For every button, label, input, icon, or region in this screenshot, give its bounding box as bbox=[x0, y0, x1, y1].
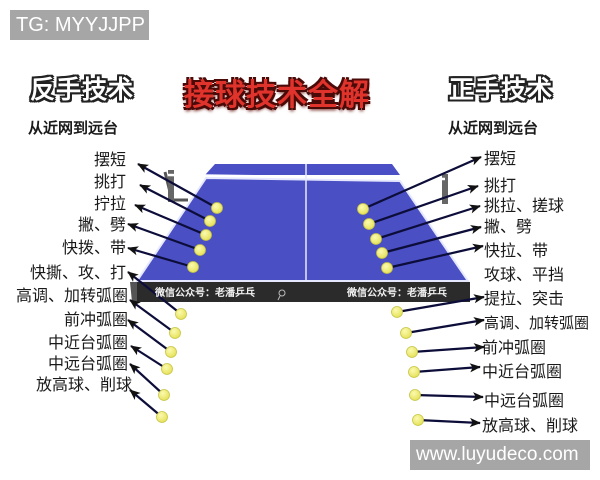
page-title: 接球技术全解 bbox=[184, 78, 370, 113]
backhand-subheading: 从近网到远台 bbox=[28, 119, 119, 137]
paddle-logo-icon bbox=[277, 289, 286, 301]
forehand-label: 撇、劈 bbox=[484, 217, 533, 236]
forehand-label: 中近台弧圈 bbox=[482, 362, 563, 381]
forehand-label: 放高球、削球 bbox=[482, 416, 579, 435]
table-apron bbox=[135, 282, 470, 302]
net-post-right-icon bbox=[442, 174, 448, 204]
backhand-label: 快撕、攻、打 bbox=[29, 263, 126, 282]
backhand-heading: 反手技术 bbox=[30, 75, 135, 104]
forehand-label: 高调、加转弧圈 bbox=[484, 314, 590, 332]
backhand-label: 摆短 bbox=[93, 150, 126, 169]
backhand-label: 中远台弧圈 bbox=[47, 354, 128, 373]
forehand-subheading: 从近网到远台 bbox=[448, 119, 539, 137]
backhand-label: 中近台弧圈 bbox=[47, 333, 128, 352]
forehand-label: 前冲弧圈 bbox=[482, 338, 547, 357]
backhand-label: 快拨、带 bbox=[61, 238, 126, 257]
backhand-label: 挑打 bbox=[93, 172, 126, 191]
backhand-label: 前冲弧圈 bbox=[63, 310, 128, 329]
backhand-label: 放高球、削球 bbox=[35, 375, 132, 394]
backhand-arrows bbox=[127, 163, 218, 418]
backhand-label: 高调、加转弧圈 bbox=[15, 286, 128, 305]
watermark-bottom: www.luyudeco.com bbox=[410, 440, 590, 470]
table-banner-right: 微信公众号：老潘乒乓 bbox=[347, 288, 447, 299]
forehand-label: 摆短 bbox=[484, 149, 517, 168]
backhand-label: 拧拉 bbox=[93, 194, 126, 213]
table-far-half bbox=[205, 164, 400, 175]
forehand-label: 中远台弧圈 bbox=[484, 391, 565, 410]
forehand-label: 快拉、带 bbox=[484, 241, 549, 260]
balls bbox=[156, 202, 424, 426]
forehand-label: 挑打 bbox=[484, 176, 517, 195]
forehand-label: 挑拉、搓球 bbox=[484, 196, 565, 215]
forehand-label: 提拉、突击 bbox=[484, 289, 565, 308]
forehand-label: 攻球、平挡 bbox=[484, 265, 565, 284]
backhand-label: 撇、劈 bbox=[77, 215, 126, 234]
forehand-arrows bbox=[362, 155, 485, 428]
table-banner-left: 微信公众号：老潘乒乓 bbox=[155, 288, 255, 299]
forehand-heading: 正手技术 bbox=[449, 75, 554, 104]
watermark-top: TG: MYYJJPP bbox=[10, 10, 149, 40]
